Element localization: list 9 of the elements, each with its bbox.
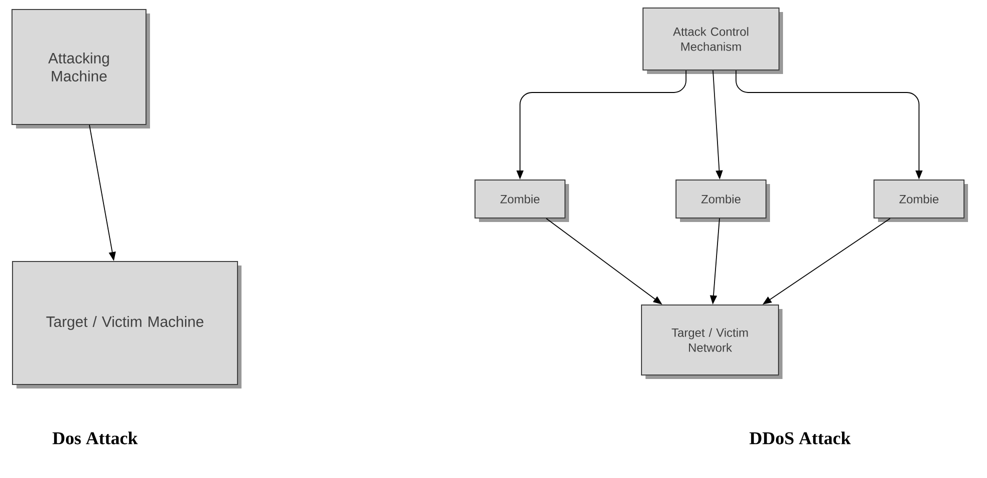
process-box: Zombie <box>676 180 770 222</box>
process-box: Attack Control Mechanism <box>642 8 783 74</box>
process-box: Target / Victim Network <box>641 304 782 379</box>
process-box: Attacking Machine <box>12 9 150 128</box>
process-box: Target / Victim Machine <box>12 260 242 388</box>
diagram-caption: Dos Attack <box>52 432 138 444</box>
diagram-caption: DDoS Attack <box>750 432 851 444</box>
process-box: Zombie <box>874 180 968 222</box>
process-box: Zombie <box>474 180 569 222</box>
